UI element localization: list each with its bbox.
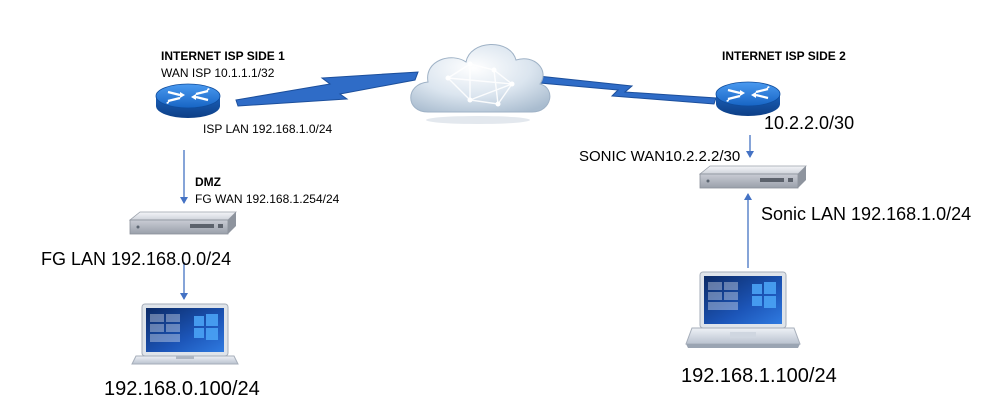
wan-link-lightning-left bbox=[235, 71, 419, 107]
laptop-icon bbox=[131, 303, 239, 365]
fortigate-lan-label: FG LAN 192.168.0.0/24 bbox=[41, 249, 232, 269]
laptop-icon bbox=[685, 271, 801, 348]
router-icon bbox=[715, 81, 781, 116]
fortigate-wan-label: FG WAN 192.168.1.254/24 bbox=[195, 192, 340, 206]
isp2-title: INTERNET ISP SIDE 2 bbox=[722, 49, 846, 63]
isp1-title: INTERNET ISP SIDE 1 bbox=[161, 49, 285, 63]
isp1-wan-label: WAN ISP 10.1.1.1/32 bbox=[161, 66, 275, 80]
cloud-icon bbox=[410, 44, 551, 124]
client-left-ip: 192.168.0.100/24 bbox=[104, 378, 260, 400]
client-right-ip: 192.168.1.100/24 bbox=[681, 365, 837, 387]
firewall-appliance-icon bbox=[128, 211, 237, 235]
isp1-lan-label: ISP LAN 192.168.1.0/24 bbox=[203, 122, 333, 136]
firewall-appliance-icon bbox=[698, 165, 807, 189]
router-icon bbox=[155, 83, 221, 118]
isp2-wan-label: 10.2.2.0/30 bbox=[764, 113, 855, 133]
sonicwall-lan-label: Sonic LAN 192.168.1.0/24 bbox=[761, 204, 972, 224]
sonicwall-wan-label: SONIC WAN10.2.2.2/30 bbox=[579, 148, 741, 165]
wan-link-lightning-right bbox=[537, 75, 717, 105]
dmz-label: DMZ bbox=[195, 175, 221, 189]
